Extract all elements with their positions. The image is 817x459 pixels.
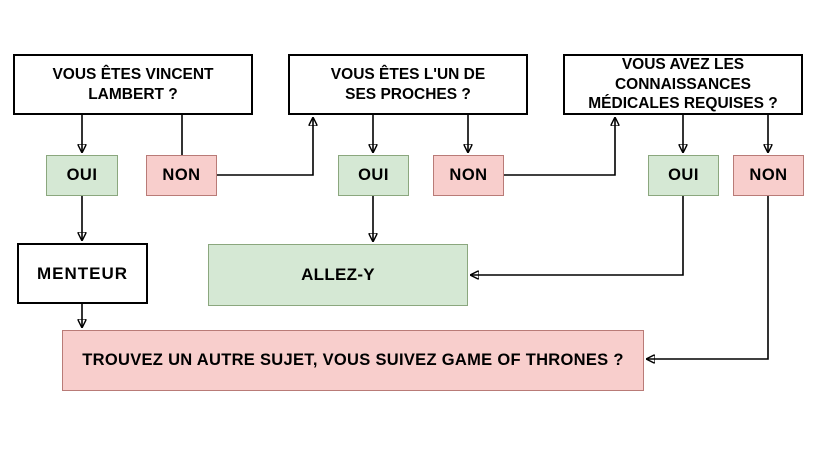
result-trouvez-autre-sujet: TROUVEZ UN AUTRE SUJET, VOUS SUIVEZ GAME…: [62, 330, 644, 391]
question-box-connaissances-medicales: VOUS AVEZ LES CONNAISSANCES MÉDICALES RE…: [563, 54, 803, 115]
answer-oui-2: OUI: [338, 155, 409, 196]
question-box-vincent-lambert: VOUS ÊTES VINCENT LAMBERT ?: [13, 54, 253, 115]
question-label: VOUS AVEZ LES CONNAISSANCES MÉDICALES RE…: [588, 55, 778, 113]
edge-non2-question3: [504, 118, 615, 176]
answer-non-2: NON: [433, 155, 504, 196]
answer-non-1: NON: [146, 155, 217, 196]
answer-non-3: NON: [733, 155, 804, 196]
question-label: VOUS ÊTES L'UN DE SES PROCHES ?: [330, 65, 486, 103]
answer-oui-3: OUI: [648, 155, 719, 196]
edge-non1-question2: [217, 118, 313, 176]
question-box-proches: VOUS ÊTES L'UN DE SES PROCHES ?: [288, 54, 528, 115]
result-menteur: MENTEUR: [17, 243, 148, 304]
question-label: VOUS ÊTES VINCENT LAMBERT ?: [52, 65, 214, 103]
result-allez-y: ALLEZ-Y: [208, 244, 468, 306]
edge-non3-final: [647, 196, 769, 359]
edge-oui3-allezy: [471, 196, 684, 275]
answer-oui-1: OUI: [46, 155, 118, 196]
